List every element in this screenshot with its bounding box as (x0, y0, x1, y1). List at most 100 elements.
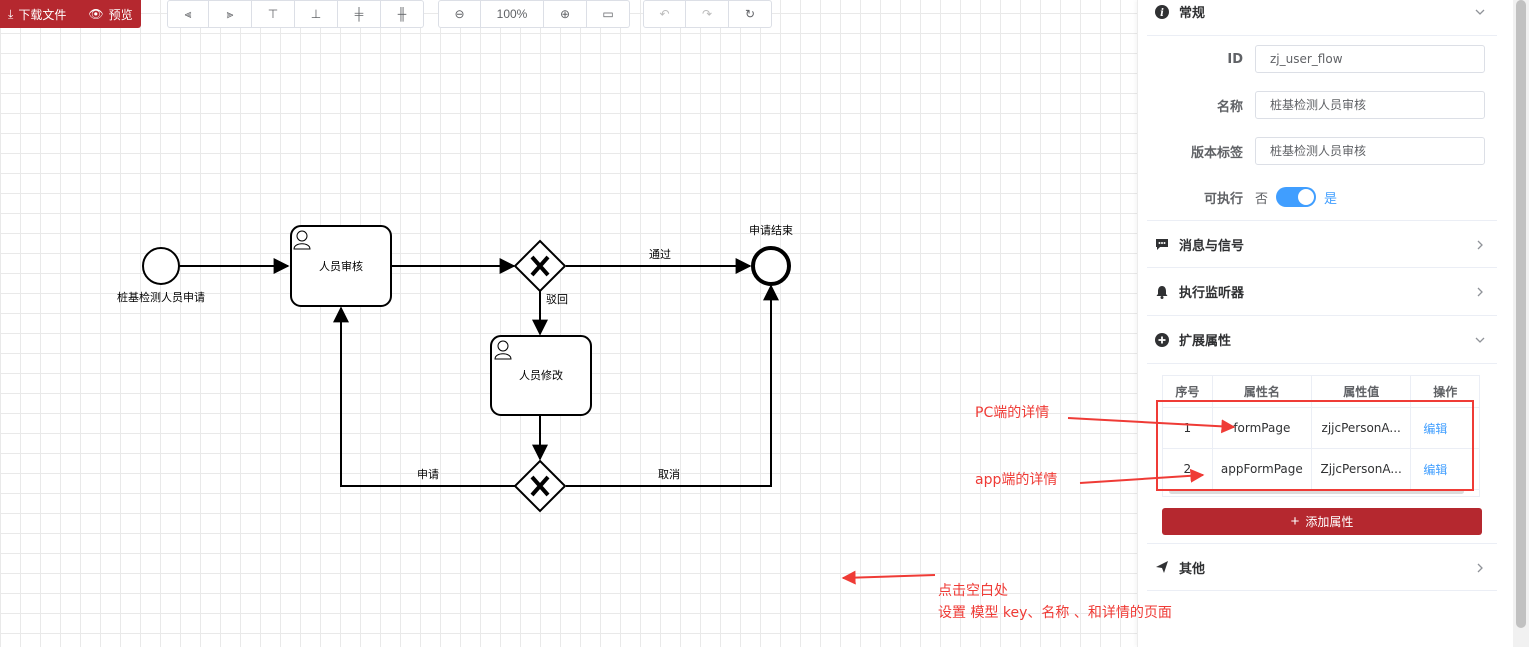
column-header: 属性名 (1213, 376, 1313, 407)
flow-reject-label: 驳回 (546, 293, 568, 306)
file-toolbar: ⤓ 下载文件 👁 预览 (0, 0, 141, 28)
bpmn-diagram: 桩基检测人员申请 人员审核 人员修改 (117, 224, 936, 585)
sequence-flows (179, 258, 779, 487)
annotation-blank-line1: 点击空白处 (938, 583, 1008, 599)
align-top-button[interactable]: ⊤ (252, 0, 295, 28)
undo-button[interactable]: ↶ (643, 0, 686, 28)
bell-icon (1155, 285, 1169, 299)
column-header: 属性值 (1312, 376, 1412, 407)
message-icon (1155, 237, 1169, 251)
name-input[interactable]: 桩基检测人员审核 (1255, 91, 1485, 119)
send-icon (1155, 560, 1169, 574)
executable-yes-label: 是 (1324, 191, 1338, 207)
refresh-icon: ↻ (744, 7, 756, 21)
chevron-right-icon (1477, 287, 1483, 297)
preview-button[interactable]: 👁 预览 (74, 0, 140, 28)
version-label: 版本标签 (1190, 145, 1243, 161)
column-header: 序号 (1163, 376, 1213, 407)
bpmn-canvas[interactable]: 桩基检测人员申请 人员审核 人员修改 (0, 0, 1137, 647)
executable-no-label: 否 (1255, 191, 1269, 207)
name-label: 名称 (1216, 99, 1243, 115)
chevron-down-icon (1475, 337, 1485, 343)
task-modify[interactable]: 人员修改 (490, 335, 592, 416)
id-row: ID zj_user_flow (1147, 45, 1497, 73)
align-left-icon: ⫷ (184, 6, 192, 21)
section-other-header[interactable]: 其他 (1147, 543, 1497, 591)
properties-panel: i 常规 ID zj_user_flow 名称 桩基检测人员审核 版本标签 桩基… (1137, 0, 1513, 647)
row-index: 2 (1163, 449, 1213, 489)
exclusive-gateway-modify[interactable] (513, 459, 567, 513)
align-right-icon: ⫸ (226, 6, 234, 21)
table-row: 2 appFormPage ZjjcPersonA... 编辑 (1163, 449, 1479, 490)
exclusive-gateway-review[interactable] (513, 239, 567, 293)
redo-icon: ↷ (701, 7, 713, 21)
page-scrollbar-thumb[interactable] (1516, 0, 1526, 628)
info-icon: i (1155, 4, 1169, 19)
fit-viewport-button[interactable]: ▭ (587, 0, 630, 28)
task-review-label: 人员审核 (319, 259, 363, 273)
add-property-button[interactable]: + 添加属性 (1162, 508, 1482, 535)
version-input[interactable]: 桩基检测人员审核 (1255, 137, 1485, 165)
end-event[interactable] (751, 246, 791, 286)
chevron-right-icon (1477, 240, 1483, 250)
id-label: ID (1227, 51, 1243, 67)
align-left-button[interactable]: ⫷ (167, 0, 209, 28)
annotation-arrow-blank (841, 570, 936, 585)
chevron-right-icon (1477, 563, 1483, 573)
extension-properties-table: 序号 属性名 属性值 操作 1 formPage zjjcPersonA... … (1162, 375, 1480, 497)
user-icon (494, 340, 512, 360)
zoom-in-icon: ⊕ (559, 7, 571, 21)
executable-row: 可执行 否 是 (1147, 183, 1497, 211)
eye-icon: 👁 (88, 7, 104, 21)
flow-apply[interactable] (333, 306, 515, 487)
table-row: 1 formPage zjjcPersonA... 编辑 (1163, 408, 1479, 449)
annotation-pc: PC端的详情 (975, 405, 1050, 421)
plus-icon: + (1290, 513, 1300, 530)
zoom-in-button[interactable]: ⊕ (544, 0, 587, 28)
section-listeners-header[interactable]: 执行监听器 (1147, 268, 1497, 316)
id-input[interactable]: zj_user_flow (1255, 45, 1485, 73)
flow-cancel[interactable] (566, 284, 779, 487)
table-header: 序号 属性名 属性值 操作 (1163, 376, 1479, 408)
annotation-app: app端的详情 (975, 472, 1058, 488)
flow-cancel-label: 取消 (658, 467, 680, 481)
row-property-value: zjjcPersonA... (1312, 408, 1412, 448)
edit-link[interactable]: 编辑 (1423, 462, 1448, 477)
highlight-box (1156, 400, 1474, 491)
align-center-button[interactable]: ╪ (338, 0, 381, 28)
executable-switch-group: 否 是 (1255, 187, 1337, 207)
flow-apply-label: 申请 (417, 468, 439, 481)
zoom-out-icon: ⊖ (454, 7, 465, 21)
align-middle-icon: ╫ (397, 7, 407, 21)
zoom-toolbar: ⊖ 100% ⊕ ▭ (438, 0, 630, 28)
svg-text:i: i (1160, 8, 1164, 19)
row-property-value: ZjjcPersonA... (1312, 449, 1412, 489)
end-event-label: 申请结束 (749, 224, 793, 237)
align-bottom-button[interactable]: ⊥ (295, 0, 338, 28)
redo-button[interactable]: ↷ (686, 0, 729, 28)
align-toolbar: ⫷ ⫸ ⊤ ⊥ ╪ ╫ (167, 0, 424, 28)
executable-label: 可执行 (1203, 191, 1243, 207)
start-event[interactable] (142, 247, 180, 285)
column-header: 操作 (1433, 385, 1458, 399)
section-extension-header[interactable]: 扩展属性 (1147, 316, 1497, 364)
chevron-down-icon (1475, 9, 1485, 15)
table-horizontal-scrollbar[interactable] (1169, 489, 1464, 494)
align-center-icon: ╪ (354, 7, 364, 21)
executable-switch[interactable] (1276, 187, 1317, 207)
section-general-header[interactable]: i 常规 (1147, 0, 1497, 36)
zoom-level-display: 100% (481, 0, 544, 28)
user-icon (293, 230, 311, 250)
edit-link[interactable]: 编辑 (1423, 421, 1448, 436)
download-file-button[interactable]: ⤓ 下载文件 (0, 0, 74, 28)
align-right-button[interactable]: ⫸ (209, 0, 252, 28)
align-top-icon: ⊤ (267, 7, 279, 21)
section-messages-header[interactable]: 消息与信号 (1147, 220, 1497, 268)
name-row: 名称 桩基检测人员审核 (1147, 91, 1497, 119)
version-row: 版本标签 桩基检测人员审核 (1147, 137, 1497, 165)
reset-button[interactable]: ↻ (729, 0, 772, 28)
task-review[interactable]: 人员审核 (290, 225, 392, 307)
row-property-name: formPage (1213, 408, 1313, 448)
align-middle-button[interactable]: ╫ (381, 0, 424, 28)
zoom-out-button[interactable]: ⊖ (438, 0, 481, 28)
